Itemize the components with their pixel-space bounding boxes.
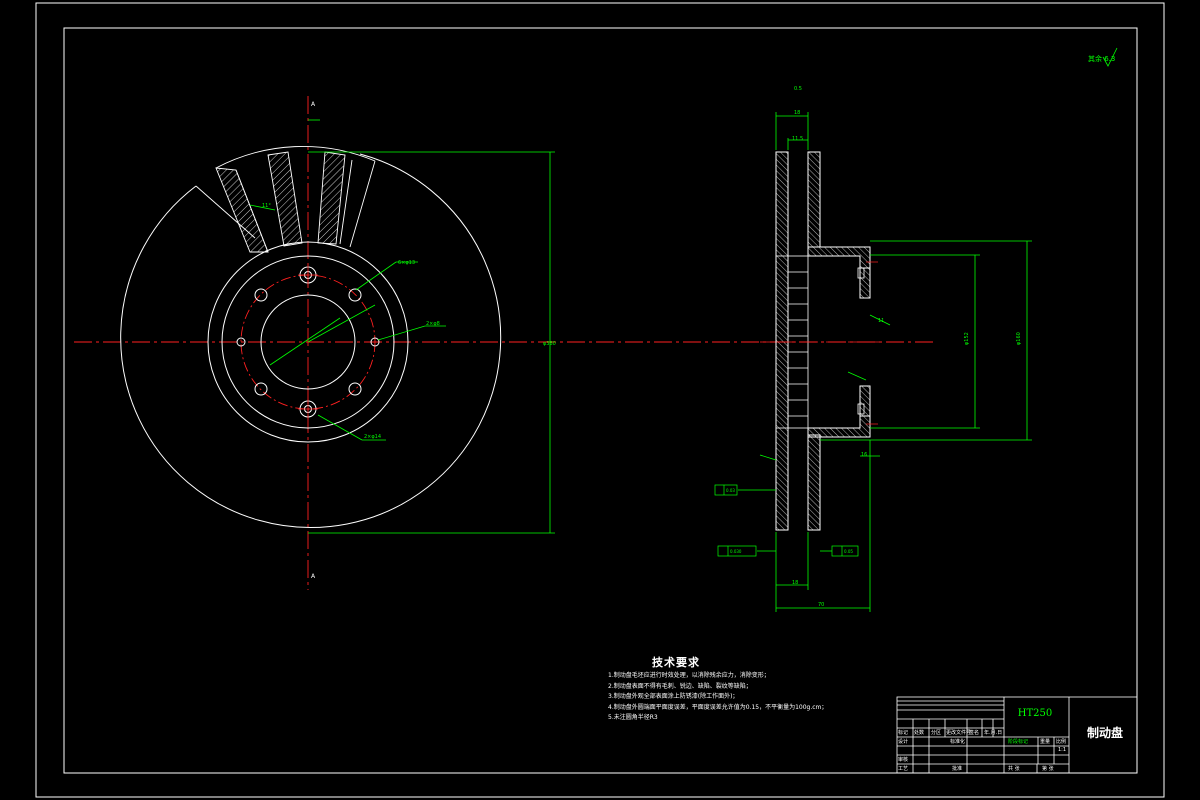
tb-label: 共 张: [1008, 766, 1020, 772]
tb-label: 工艺: [898, 766, 909, 772]
requirement-item: 2.制动盘表面不得有毛刺、锐边、缺陷、裂纹等缺陷；: [608, 682, 752, 690]
svg-text:φ160: φ160: [1016, 332, 1022, 345]
scale-value: 1:1: [1058, 747, 1067, 753]
tb-label: 比例: [1056, 739, 1067, 745]
tb-label: 第 张: [1042, 766, 1054, 772]
tb-label: 重量: [1040, 739, 1051, 745]
tb-label: 处数: [914, 730, 925, 736]
technical-requirements-list: 1.制动盘毛坯应进行时效处理，以消除残余应力，消除变形； 2.制动盘表面不得有毛…: [608, 671, 827, 724]
requirement-item: 5.未注圆角半径R3: [608, 714, 658, 721]
vent-section-3: [317, 151, 346, 245]
svg-text:A: A: [311, 573, 316, 580]
material-label: HT250: [1017, 708, 1053, 719]
svg-text:0.030: 0.030: [730, 549, 742, 554]
svg-text:0.5: 0.5: [794, 86, 802, 92]
svg-text:φ380: φ380: [543, 341, 556, 347]
svg-text:18: 18: [792, 580, 798, 586]
tb-label: 更改文件号: [946, 730, 972, 736]
title-block: [896, 696, 1138, 774]
outer-rim: [120, 153, 502, 528]
tb-label: 年.月.日: [984, 730, 1003, 736]
svg-text:70: 70: [818, 602, 824, 608]
requirement-item: 3.制动盘外观全部表面涂上防锈漆(除工作面外)；: [608, 693, 739, 700]
svg-text:0.05: 0.05: [844, 549, 853, 554]
svg-text:6×φ13: 6×φ13: [398, 260, 415, 266]
svg-text:11: 11: [878, 318, 884, 324]
svg-text:φ152: φ152: [964, 332, 970, 345]
technical-requirements-title: 技术要求: [652, 656, 700, 669]
svg-text:0.03: 0.03: [726, 488, 735, 493]
tb-label: 标准化: [950, 739, 966, 745]
tb-label: 批准: [952, 766, 963, 772]
svg-text:11°: 11°: [262, 203, 271, 209]
outer-border: [35, 2, 1165, 798]
vent-section-2: [267, 151, 303, 247]
roughness-symbol: [1102, 47, 1118, 67]
part-name-label: 制动盘: [1086, 726, 1123, 740]
svg-text:2×φ8: 2×φ8: [426, 321, 440, 327]
svg-text:A: A: [311, 101, 316, 108]
front-view: 6×φ13 2×φ8 2×φ14 φ380 11° A A: [74, 96, 935, 590]
svg-text:16: 16: [861, 452, 867, 458]
tb-label: 审核: [898, 757, 909, 763]
svg-text:2×φ14: 2×φ14: [364, 434, 381, 440]
requirement-item: 4.制动盘外圆端面平面度误差，平面度误差允许值为0.15，不平衡量为100g.c…: [608, 703, 828, 711]
svg-text:11.5: 11.5: [792, 136, 803, 142]
inner-border: [63, 27, 1138, 774]
roughness-note: 其余 6.3: [1088, 55, 1116, 63]
tb-label: 设计: [898, 739, 909, 745]
tb-label: 签名: [969, 730, 980, 736]
tb-label: 分区: [931, 730, 942, 736]
tb-label: 标记: [898, 730, 909, 736]
section-view: 18 11.5 0.5 φ152 φ160 70 18 16 11 0.03 0…: [714, 86, 1032, 612]
svg-text:18: 18: [794, 110, 800, 116]
tb-label: 阶段标记: [1008, 739, 1029, 745]
requirement-item: 1.制动盘毛坯应进行时效处理，以消除残余应力，消除变形；: [608, 672, 770, 679]
